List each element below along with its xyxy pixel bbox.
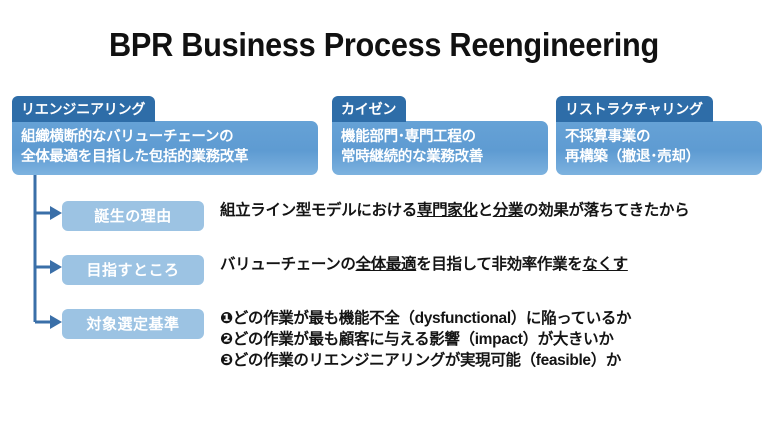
concept-body-line: 常時継続的な業務改善	[341, 149, 483, 165]
concept-body-line: 不採算事業の	[565, 129, 651, 145]
plain-text: と	[477, 202, 494, 219]
criteria-bullet: ❶どの作業が最も機能不全（dysfunctional）に陥っているか	[220, 310, 632, 327]
plain-text: の効果が落ちてきたから	[523, 202, 690, 219]
concept-body-line: 組織横断的なバリューチェーンの	[21, 129, 234, 145]
emphasized-term: 全体最適	[355, 256, 417, 273]
page-title: BPR Business Process Reengineering	[109, 26, 659, 63]
detail-row-label: 対象選定基準	[62, 309, 204, 339]
concept-box-reengineering: リエンジニアリング 組織横断的なバリューチェーンの 全体最適を目指した包括的業務…	[12, 96, 318, 175]
plain-text: 組立ライン型モデルにおける	[220, 202, 417, 219]
emphasized-term: 分業	[492, 202, 524, 219]
detail-row-text: ❶どの作業が最も機能不全（dysfunctional）に陥っているか ❷どの作業が…	[220, 309, 632, 373]
emphasized-term: なくす	[582, 256, 628, 273]
concept-body-line: 全体最適を目指した包括的業務改革	[21, 149, 249, 165]
concept-body-line: 再構築（撤退･売却）	[565, 149, 700, 165]
concept-body: 機能部門･専門工程の 常時継続的な業務改善	[332, 121, 548, 175]
concept-body: 不採算事業の 再構築（撤退･売却）	[556, 121, 762, 175]
plain-text: を目指して非効率作業を	[416, 256, 583, 273]
criteria-bullet: ❷どの作業が最も顧客に与える影響（impact）が大きいか	[220, 330, 614, 348]
criteria-bullet: ❸どの作業のリエンジニアリングが実現可能（feasible）か	[220, 351, 621, 369]
detail-row-goal: 目指すところ バリューチェーンの全体最適を目指して非効率作業をなくす	[62, 255, 628, 285]
arrow-head-3	[50, 315, 62, 329]
detail-row-text: 組立ライン型モデルにおける専門家化と分業の効果が落ちてきたから	[220, 201, 690, 221]
concept-box-restructuring: リストラクチャリング 不採算事業の 再構築（撤退･売却）	[556, 96, 762, 175]
concept-body: 組織横断的なバリューチェーンの 全体最適を目指した包括的業務改革	[12, 121, 318, 175]
plain-text: バリューチェーンの	[220, 256, 356, 273]
detail-row-label: 誕生の理由	[62, 201, 204, 231]
detail-row-origin: 誕生の理由 組立ライン型モデルにおける専門家化と分業の効果が落ちてきたから	[62, 201, 690, 231]
concept-box-kaizen: カイゼン 機能部門･専門工程の 常時継続的な業務改善	[332, 96, 548, 175]
detail-row-criteria: 対象選定基準 ❶どの作業が最も機能不全（dysfunctional）に陥っている…	[62, 309, 632, 373]
concept-tab-label: リストラクチャリング	[556, 96, 713, 122]
concept-tab-label: リエンジニアリング	[12, 96, 156, 122]
detail-row-text: バリューチェーンの全体最適を目指して非効率作業をなくす	[220, 255, 628, 275]
concept-tab-label: カイゼン	[332, 96, 407, 122]
detail-row-label: 目指すところ	[62, 255, 204, 285]
arrow-head-1	[50, 206, 62, 220]
arrow-head-2	[50, 260, 62, 274]
emphasized-term: 専門家化	[416, 202, 478, 219]
concept-body-line: 機能部門･専門工程の	[341, 129, 476, 145]
